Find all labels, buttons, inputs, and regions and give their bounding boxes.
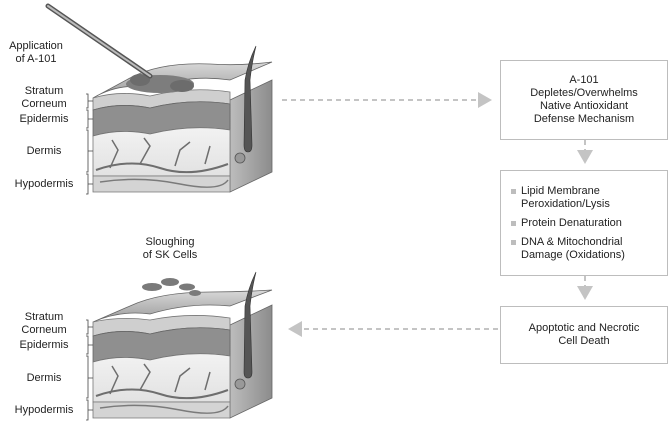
top-layer-dermis: Dermis	[26, 145, 62, 157]
top-layer-hypodermis: Hypodermis	[14, 178, 74, 190]
flow-arrows	[282, 92, 593, 337]
top-layer-stratum-corneum: Stratum Corneum	[21, 85, 67, 110]
top-skin-block	[45, 3, 273, 193]
top-layer-brackets	[86, 93, 93, 195]
top-panel-title: Application of A-101	[9, 40, 63, 65]
outcome-box: Apoptotic and Necrotic Cell Death	[500, 306, 668, 364]
effects-list: Lipid Membrane Peroxidation/Lysis Protei…	[511, 185, 657, 262]
outcome-text: Apoptotic and Necrotic Cell Death	[528, 322, 640, 347]
top-layer-epidermis: Epidermis	[19, 113, 69, 125]
bottom-skin-block	[92, 271, 273, 419]
bottom-layer-hypodermis: Hypodermis	[14, 404, 74, 416]
effects-box: Lipid Membrane Peroxidation/Lysis Protei…	[500, 170, 668, 276]
effect-item: Lipid Membrane Peroxidation/Lysis	[511, 185, 657, 211]
bottom-layer-stratum-corneum: Stratum Corneum	[21, 311, 67, 336]
bottom-panel-title: Sloughing of SK Cells	[142, 236, 198, 261]
effect-item: Protein Denaturation	[511, 217, 657, 230]
bottom-layer-brackets	[86, 319, 93, 421]
mechanism-text: A-101 Depletes/Overwhelms Native Antioxi…	[530, 74, 638, 125]
bottom-layer-dermis: Dermis	[26, 372, 62, 384]
bottom-layer-epidermis: Epidermis	[19, 339, 69, 351]
effect-item: DNA & Mitochondrial Damage (Oxidations)	[511, 236, 657, 262]
mechanism-box: A-101 Depletes/Overwhelms Native Antioxi…	[500, 60, 668, 140]
